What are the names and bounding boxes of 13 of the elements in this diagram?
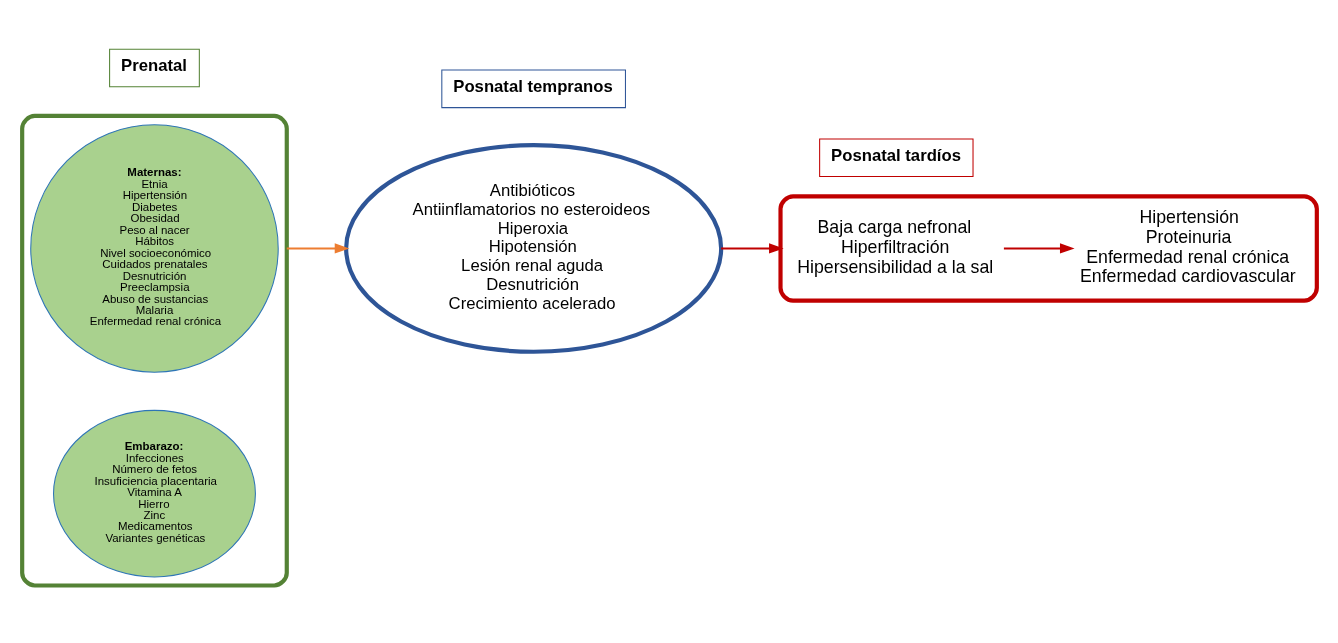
node-ellipse: Embarazo: Infecciones Número de fetos Insuficiencia placentaria Vitamina A Hierro Zinc Medicamentos Variantes genéticas (52, 409, 256, 578)
node-text: Baja carga nefronal Hiperfiltración Hipersensibilidad a la sal (796, 216, 993, 277)
node-box: Posnatal tardíos (818, 138, 974, 177)
arrow (286, 243, 349, 254)
node-box: Prenatal (108, 48, 200, 88)
arrow (720, 243, 784, 254)
node-circle: Maternas: Etnia Hipertensión Diabetes Obesidad Peso al nacer Hábitos Nivel socioeconómico Cuidados prenatales Desnutrición Preeclampsia Abuso de sustancias Malaria Enfermedad renal crónica (29, 124, 279, 373)
node-ellipse: Antibióticos Antiinflamatorios no esteroideos Hiperoxia Hipotensión Lesión renal aguda Desnutrición Crecimiento acelerado (343, 143, 723, 354)
arrow (1003, 243, 1075, 254)
node-text: Hipertensión Proteinuria Enfermedad renal crónica Enfermedad cardiovascular (1079, 207, 1296, 287)
node-box: Posnatal tempranos (440, 69, 626, 109)
cluster (19, 113, 289, 588)
cluster (777, 194, 1319, 303)
